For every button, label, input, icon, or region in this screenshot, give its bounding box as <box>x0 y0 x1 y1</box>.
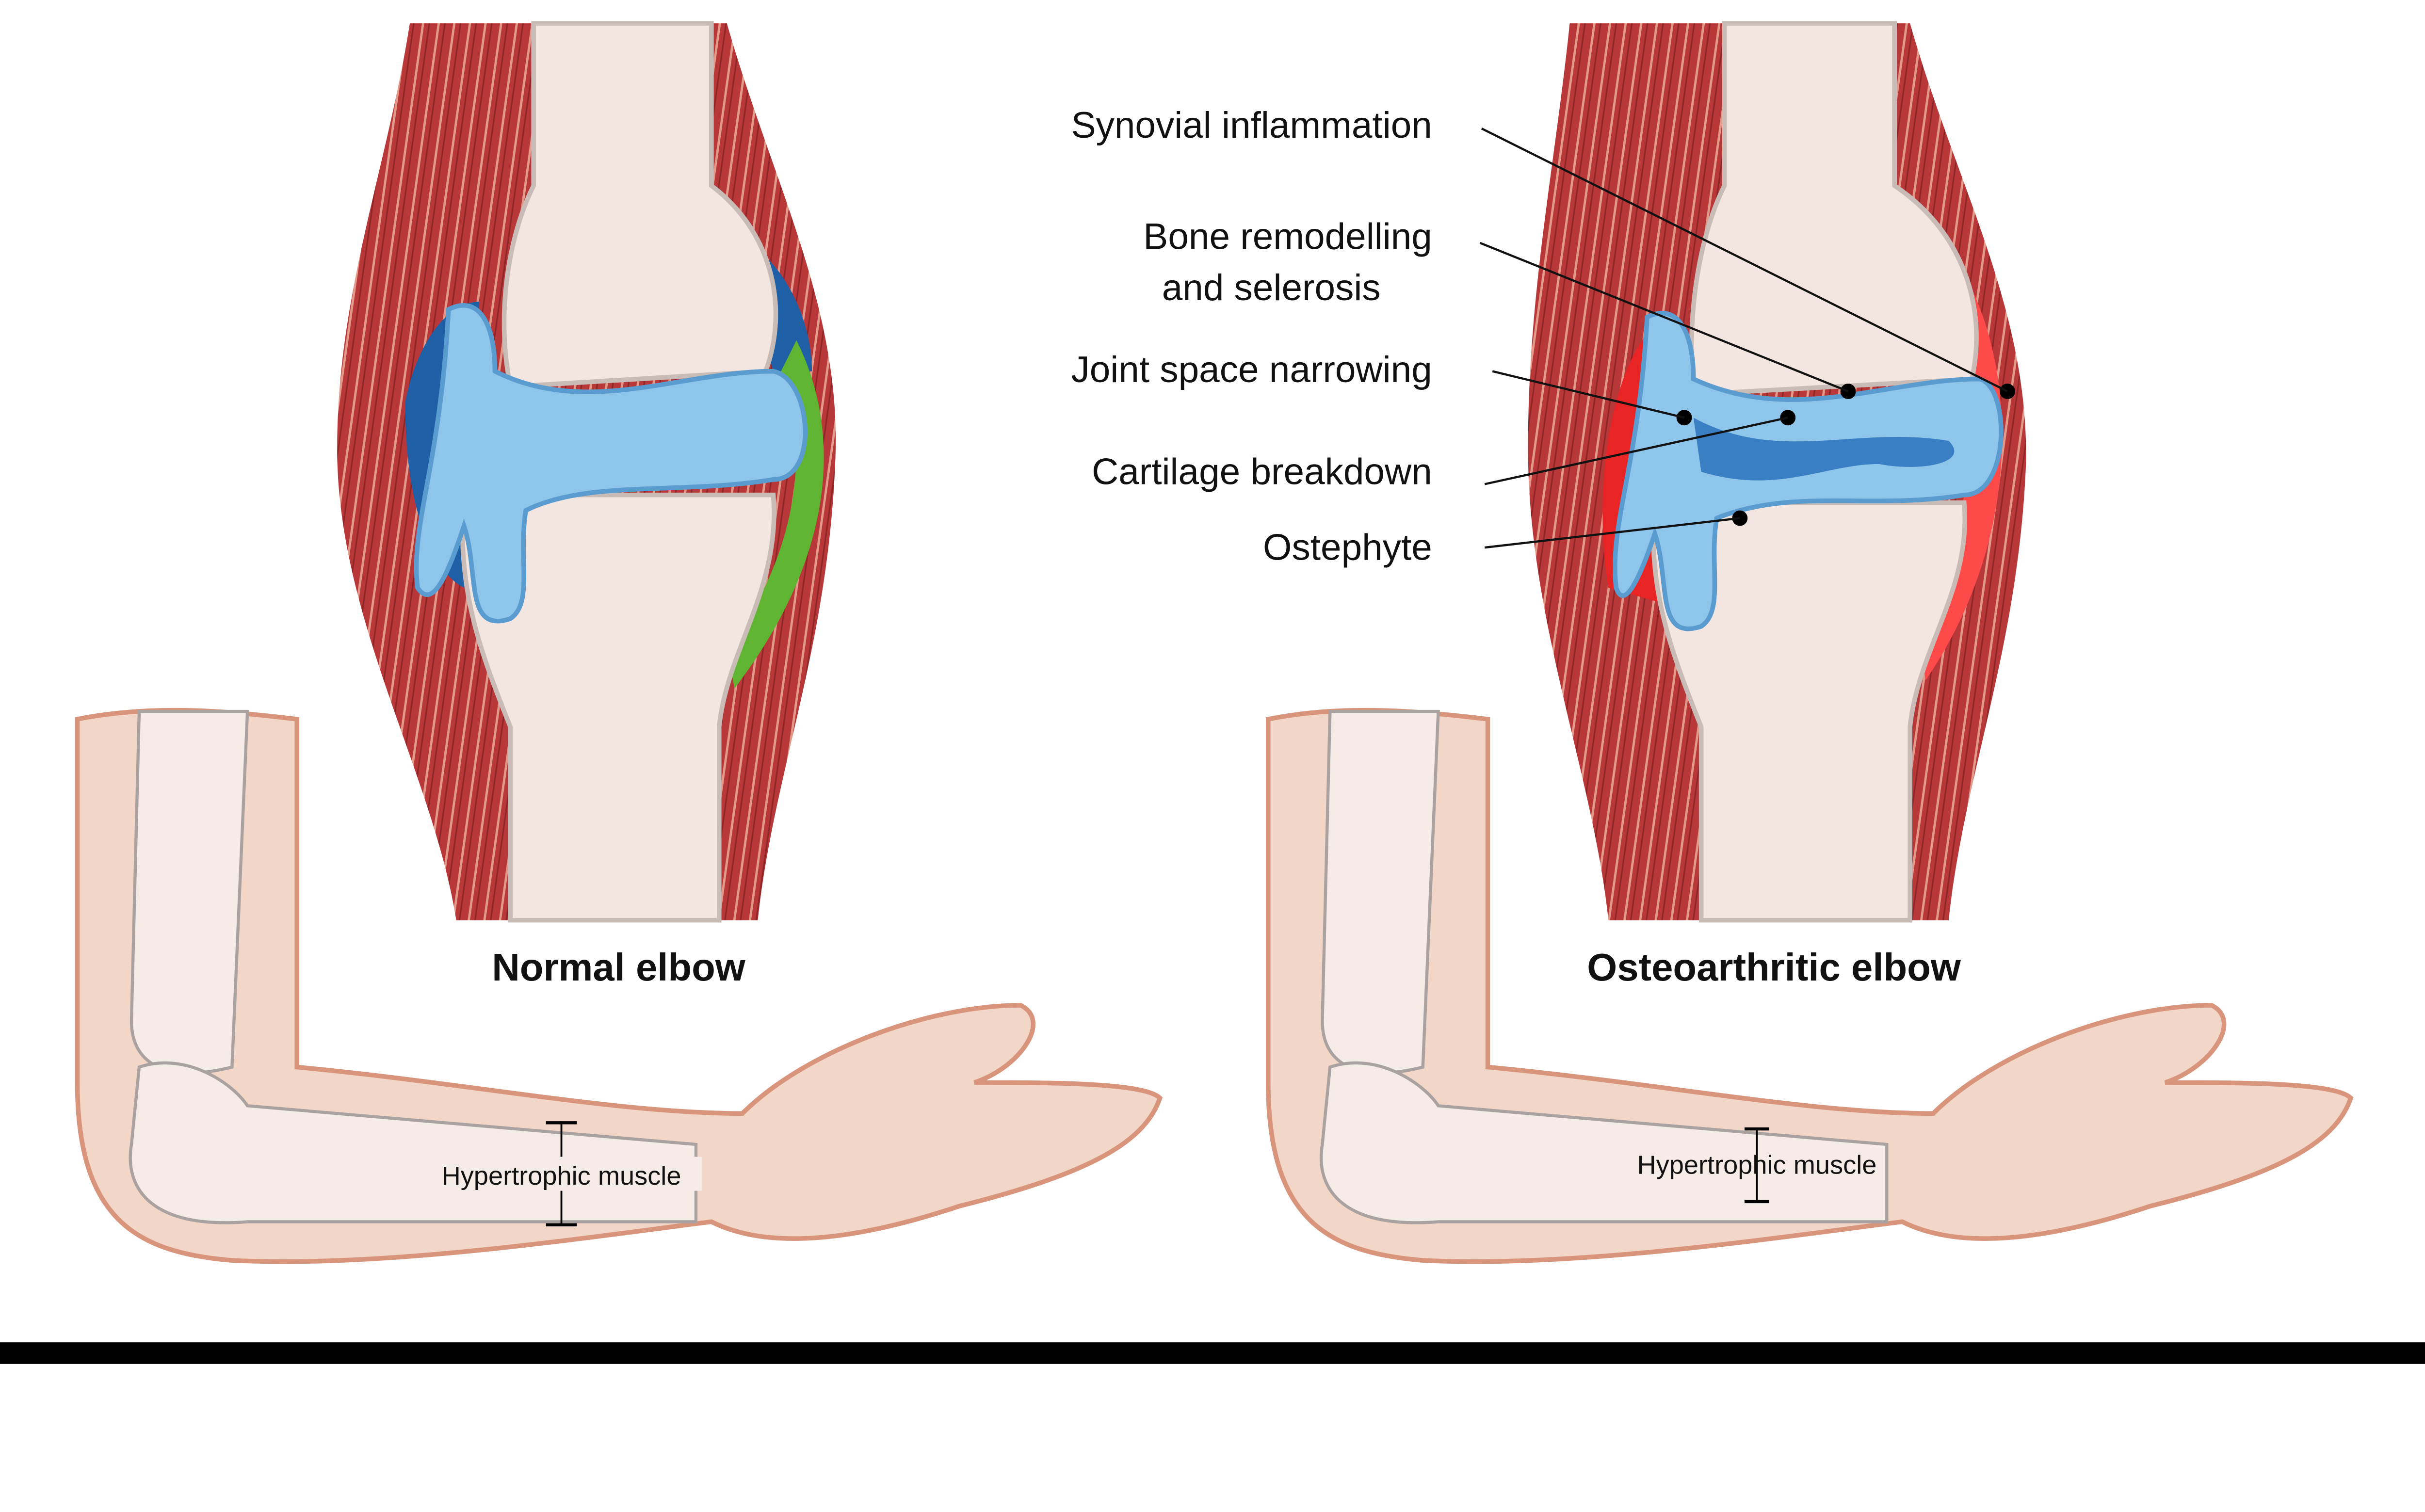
label-bone-remodelling-2: and selerosis <box>1162 267 1381 308</box>
normal-arm: Hypertrophic muscle <box>75 708 1163 1264</box>
label-bone-remodelling: Bone remodelling <box>1143 216 1432 257</box>
oa-cartilage-damage <box>1693 418 1955 481</box>
osteoarthritic-elbow-joint <box>1528 21 2026 923</box>
oa-humerus <box>1321 709 1440 1075</box>
label-hypertrophic-muscle-normal: Hypertrophic muscle <box>442 1161 681 1190</box>
label-cartilage-breakdown: Cartilage breakdown <box>1092 451 1432 492</box>
normal-elbow-joint <box>337 21 836 923</box>
label-synovial-inflammation: Synovial inflammation <box>1071 105 1432 146</box>
elbow-osteoarthritis-diagram: Synovial inflammation Bone remodelling a… <box>0 21 2425 1364</box>
normal-humerus <box>129 709 249 1075</box>
title-normal-elbow: Normal elbow <box>492 946 746 989</box>
osteoarthritic-arm: Hypertrophic muscle <box>1266 708 2354 1264</box>
title-osteoarthritic-elbow: Osteoarthritic elbow <box>1587 946 1961 989</box>
marker-synovial <box>2000 384 2015 399</box>
annotation-labels: Synovial inflammation Bone remodelling a… <box>1071 105 1432 568</box>
oa-inflamed-synovium-right <box>1918 232 2003 681</box>
marker-bone-remodelling <box>1840 384 1856 399</box>
label-hypertrophic-muscle-oa: Hypertrophic muscle <box>1637 1151 1877 1180</box>
oa-forearm-bones <box>1319 1061 1889 1224</box>
marker-ostephyte <box>1732 510 1748 526</box>
normal-lower-bone <box>460 492 776 923</box>
normal-cartilage <box>414 303 808 624</box>
oa-lower-bone <box>1651 500 1967 923</box>
leader-lines <box>1479 127 2008 549</box>
normal-label-backdrop <box>420 1157 702 1191</box>
label-joint-space-narrowing: Joint space narrowing <box>1071 349 1432 390</box>
label-ostephyte: Ostephyte <box>1263 527 1432 568</box>
bottom-border-bar <box>0 1342 2425 1364</box>
